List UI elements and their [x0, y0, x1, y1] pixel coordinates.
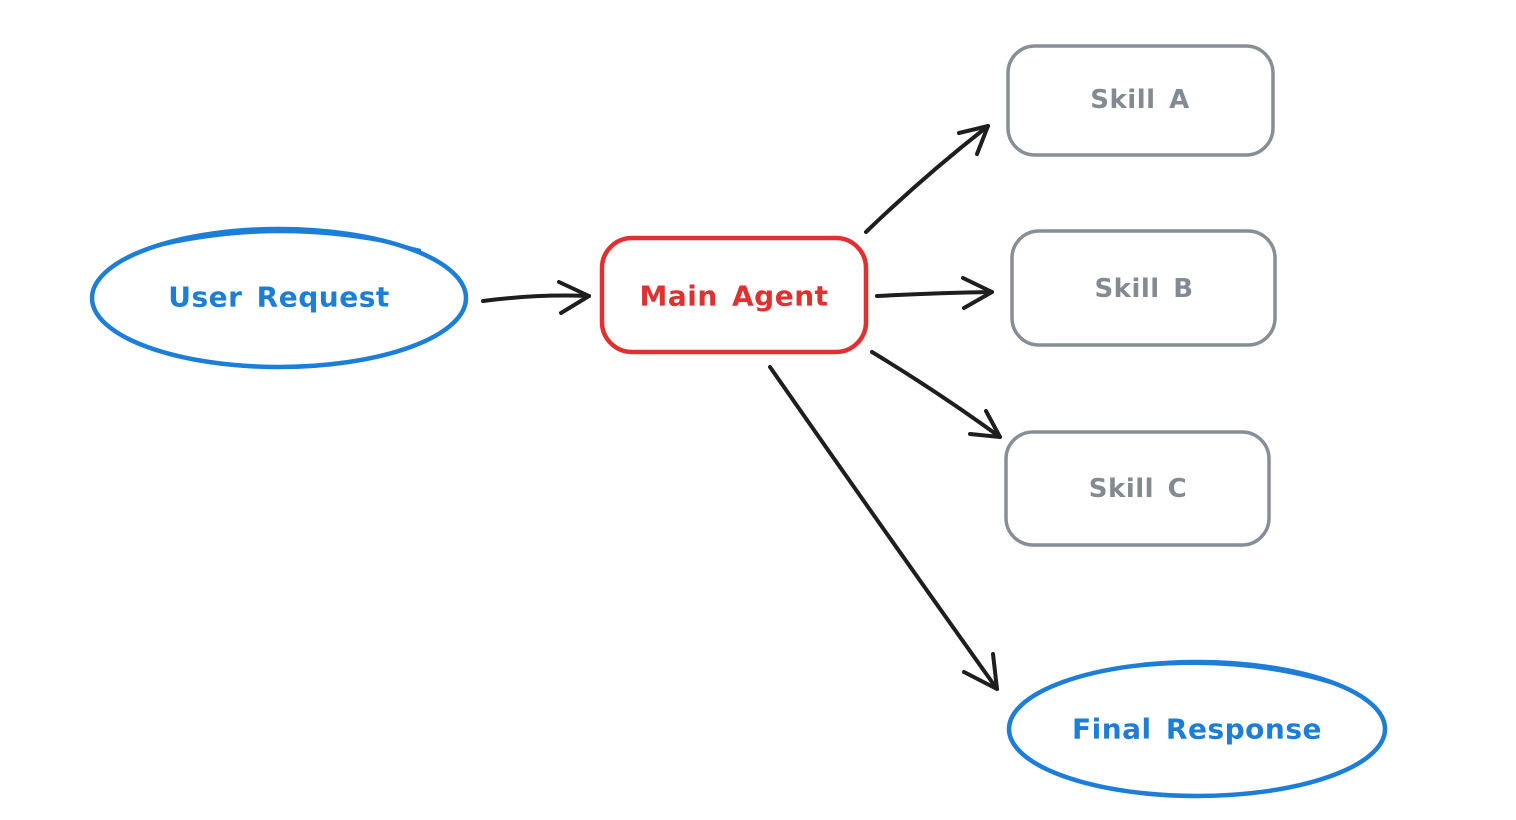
edge-main-agent-to-skill-c[interactable] — [870, 350, 1002, 439]
node-final-response[interactable] — [1006, 659, 1388, 799]
edge-line — [481, 293, 591, 303]
arrowhead-icon — [957, 124, 990, 156]
edge-line — [870, 350, 1002, 439]
edge-main-agent-to-skill-a[interactable] — [864, 124, 990, 234]
skill-c-rect[interactable] — [1004, 430, 1271, 547]
node-user-request[interactable] — [89, 226, 469, 370]
skill-a-rect[interactable] — [1006, 44, 1275, 157]
node-label-final-response: Final Response — [1072, 712, 1322, 746]
edge-line — [768, 365, 999, 691]
node-label-skill-a: Skill A — [1090, 85, 1190, 115]
edge-main-agent-to-final-response[interactable] — [768, 365, 999, 691]
edge-line — [864, 124, 990, 234]
final-response-ellipse[interactable] — [1006, 659, 1388, 799]
edge-line — [875, 290, 994, 298]
edge-main-agent-to-skill-b[interactable] — [875, 276, 994, 310]
final-response-sketch-stroke — [1098, 662, 1354, 692]
node-main-agent[interactable] — [599, 235, 869, 355]
arrowhead-icon — [557, 280, 591, 315]
node-label-user-request: User Request — [168, 280, 390, 314]
main-agent-rect[interactable] — [599, 235, 869, 355]
node-skill-b[interactable] — [1010, 229, 1277, 347]
user-request-sketch-stroke — [148, 230, 422, 252]
node-label-skill-c: Skill C — [1088, 474, 1188, 504]
skill-b-rect[interactable] — [1010, 229, 1277, 347]
arrowhead-icon — [961, 276, 994, 310]
node-skill-a[interactable] — [1006, 44, 1275, 157]
user-request-ellipse[interactable] — [89, 226, 469, 370]
node-label-skill-b: Skill B — [1094, 274, 1194, 304]
node-label-main-agent: Main Agent — [639, 279, 829, 313]
arrowhead-icon — [968, 409, 1002, 439]
node-skill-c[interactable] — [1004, 430, 1271, 547]
arrowhead-icon — [962, 652, 999, 691]
edge-user-request-to-main-agent[interactable] — [481, 280, 591, 315]
